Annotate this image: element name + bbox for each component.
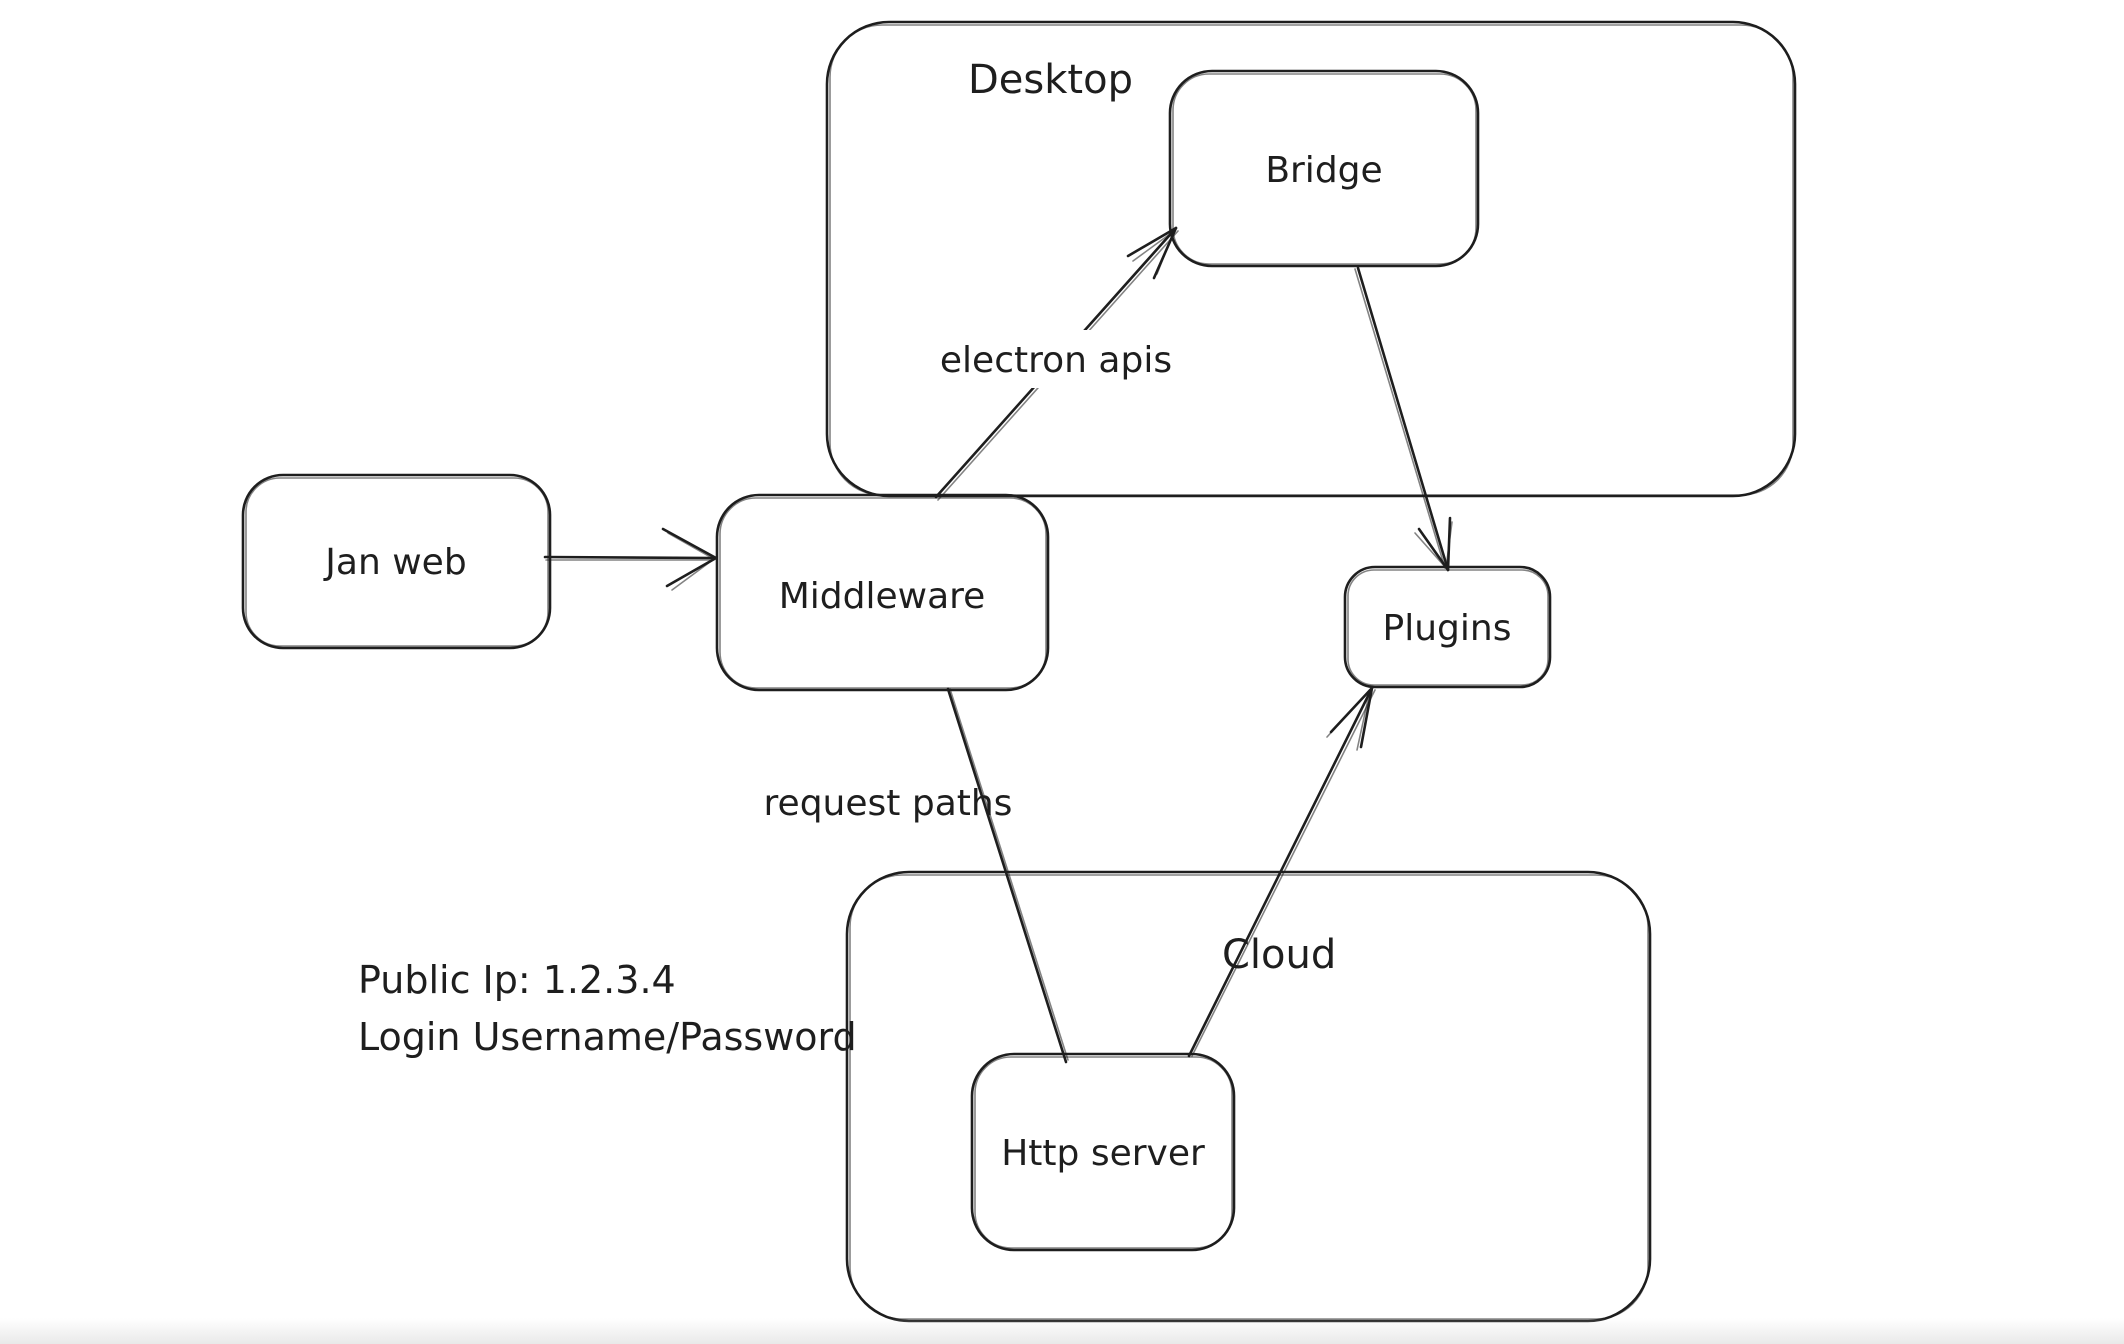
edge-bridge-to-plugins-sketch-stroke (1354, 268, 1446, 569)
desktop-container-sketch-stroke (829, 24, 1794, 496)
node-middleware-label: Middleware (779, 576, 986, 617)
node-plugins-label: Plugins (1383, 608, 1512, 649)
node-jan-web[interactable] (241, 473, 552, 650)
node-bridge-label: Bridge (1265, 150, 1382, 191)
node-plugins[interactable] (1343, 565, 1552, 689)
desktop-container-label: Desktop (968, 57, 1133, 103)
canvas-edge-shadow (0, 1318, 2124, 1344)
edge-middleware-to-http-server-sketch-stroke (949, 688, 1069, 1061)
arrowhead-into-plugins-bottom-sketch (1326, 689, 1371, 751)
node-http-server[interactable] (970, 1052, 1236, 1252)
arrowhead-into-middleware-sketch (667, 532, 715, 591)
note-public-ip[interactable]: Public Ip: 1.2.3.4 (358, 958, 676, 1002)
cloud-container-label: Cloud (1222, 932, 1336, 978)
node-middleware[interactable] (715, 493, 1050, 692)
note-login-credentials[interactable]: Login Username/Password (358, 1015, 857, 1059)
node-jan-web-label: Jan web (323, 542, 466, 583)
arrowhead-into-bridge-sketch (1132, 230, 1175, 275)
node-http-server-sketch-stroke (974, 1056, 1233, 1249)
node-middleware-sketch-stroke (719, 497, 1047, 689)
edge-http-server-to-plugins-sketch-stroke (1191, 689, 1376, 1057)
edge-bridge-to-plugins[interactable] (1354, 266, 1453, 572)
edge-label-electron-apis[interactable]: electron apis (940, 340, 1172, 381)
desktop-container[interactable] (825, 20, 1797, 498)
node-bridge-sketch-stroke (1172, 73, 1477, 265)
edge-middleware-to-http-server[interactable] (946, 687, 1069, 1064)
node-jan-web-sketch-stroke (245, 477, 549, 647)
edge-jan-web-to-middleware[interactable] (543, 527, 718, 591)
edge-label-request-paths[interactable]: request paths (764, 783, 1013, 824)
node-bridge[interactable] (1168, 69, 1480, 268)
electron-apis-label-background (915, 330, 1197, 388)
node-http-server-label: Http server (1001, 1133, 1205, 1174)
node-plugins-sketch-stroke (1347, 569, 1549, 686)
